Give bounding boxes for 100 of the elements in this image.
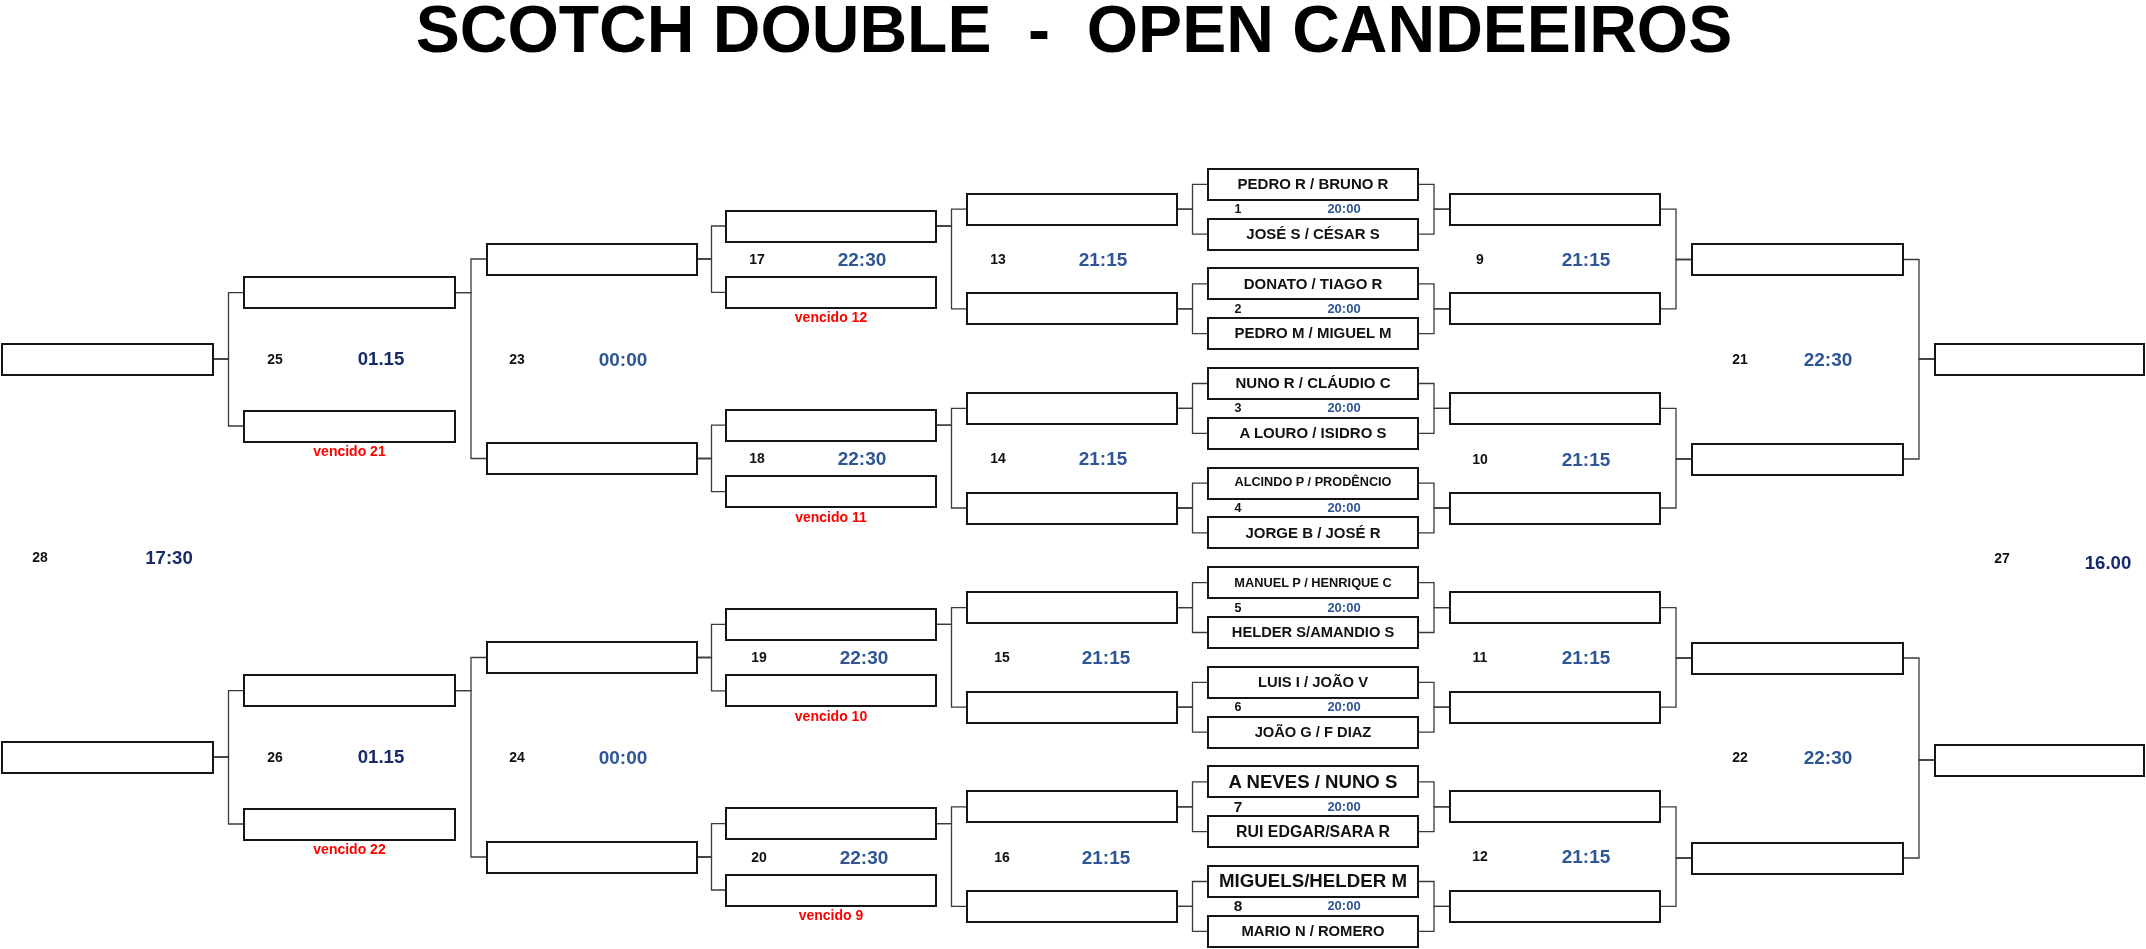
match-time: 21:15 bbox=[1561, 846, 1611, 866]
team-slot bbox=[1207, 367, 1419, 400]
empty-slot bbox=[725, 607, 937, 641]
team-name: NUNO R / CLÁUDIO C bbox=[1235, 375, 1391, 392]
match-time: 21:15 bbox=[1561, 249, 1611, 269]
empty-slot bbox=[1449, 391, 1661, 425]
loser-note: vencido 22 bbox=[313, 842, 386, 856]
team-slot bbox=[1207, 217, 1419, 251]
match-number: 24 bbox=[509, 750, 525, 764]
match-time: 01.15 bbox=[357, 747, 405, 767]
match-number: 4 bbox=[1234, 501, 1242, 515]
team-name: JORGE B / JOSÉ R bbox=[1245, 524, 1381, 542]
match-number: 7 bbox=[1233, 799, 1243, 815]
bracket-line bbox=[1660, 857, 1692, 908]
bracket-line bbox=[1660, 657, 1692, 708]
bracket-line bbox=[1903, 759, 1935, 859]
match-number: 10 bbox=[1472, 452, 1488, 466]
match-time: 20:00 bbox=[1327, 699, 1361, 713]
empty-slot bbox=[725, 475, 937, 509]
empty-slot bbox=[486, 442, 698, 475]
empty-slot bbox=[1449, 591, 1661, 625]
team-slot bbox=[1207, 167, 1419, 201]
bracket-line bbox=[1418, 905, 1450, 932]
empty-slot bbox=[725, 209, 937, 243]
match-number: 11 bbox=[1472, 650, 1488, 664]
bracket-line bbox=[1418, 806, 1450, 833]
team-slot bbox=[1207, 865, 1419, 898]
empty-slot bbox=[1449, 292, 1661, 326]
empty-slot bbox=[1449, 889, 1661, 923]
bracket-line bbox=[1177, 706, 1208, 733]
empty-slot bbox=[966, 192, 1178, 226]
match-time: 22:30 bbox=[837, 448, 887, 468]
match-number: 5 bbox=[1234, 601, 1242, 614]
match-time: 22:30 bbox=[839, 647, 889, 667]
match-time: 17:30 bbox=[145, 548, 193, 568]
team-slot bbox=[1207, 566, 1419, 600]
match-time: 20:00 bbox=[1327, 898, 1361, 912]
loser-note: vencido 10 bbox=[794, 708, 868, 723]
bracket-line bbox=[1418, 606, 1450, 634]
match-number: 9 bbox=[1476, 252, 1484, 266]
empty-slot bbox=[1691, 841, 1904, 875]
empty-slot bbox=[966, 790, 1178, 824]
bracket-line bbox=[936, 424, 967, 509]
match-time: 20:00 bbox=[1327, 400, 1361, 414]
match-time: 21:15 bbox=[1078, 249, 1128, 269]
match-time: 21:15 bbox=[1081, 647, 1131, 667]
match-number: 23 bbox=[509, 352, 525, 366]
bracket-line bbox=[1418, 407, 1450, 434]
loser-note: vencido 12 bbox=[794, 310, 868, 325]
bracket-line bbox=[213, 358, 244, 427]
team-slot bbox=[1207, 466, 1419, 500]
empty-slot bbox=[1449, 491, 1661, 525]
bracket-line bbox=[1418, 208, 1450, 235]
bracket-line bbox=[1177, 905, 1208, 932]
match-number: 13 bbox=[990, 252, 1006, 266]
team-slot bbox=[1207, 665, 1419, 699]
match-number: 17 bbox=[749, 252, 765, 266]
team-slot bbox=[1207, 616, 1419, 649]
empty-slot bbox=[243, 276, 456, 310]
empty-slot bbox=[486, 242, 698, 276]
team-name: MIGUELS/HELDER M bbox=[1219, 871, 1407, 892]
match-number: 12 bbox=[1472, 849, 1488, 863]
bracket-line bbox=[936, 822, 967, 908]
match-time: 22:30 bbox=[837, 249, 887, 269]
team-name: LUIS I / JOÃO V bbox=[1257, 674, 1369, 691]
bracket-line bbox=[1418, 308, 1450, 335]
empty-slot bbox=[243, 674, 456, 708]
empty-slot bbox=[1449, 690, 1661, 724]
bracket-line bbox=[1177, 208, 1208, 235]
match-number: 22 bbox=[1732, 750, 1748, 764]
team-slot bbox=[1207, 416, 1419, 450]
empty-slot bbox=[725, 807, 937, 841]
match-time: 22:30 bbox=[1803, 747, 1853, 767]
empty-slot bbox=[966, 391, 1178, 425]
match-number: 6 bbox=[1234, 700, 1242, 714]
match-time: 22:30 bbox=[1803, 349, 1853, 369]
loser-note: vencido 9 bbox=[798, 908, 864, 922]
bracket-line bbox=[1903, 358, 1935, 460]
empty-slot bbox=[1449, 192, 1661, 226]
team-name: RUI EDGAR/SARA R bbox=[1236, 822, 1390, 841]
team-name: MARIO N / ROMERO bbox=[1241, 923, 1385, 940]
bracket-line bbox=[1177, 308, 1208, 335]
bracket-line bbox=[1660, 458, 1692, 509]
team-name: JOÃO G / F DIAZ bbox=[1254, 724, 1372, 741]
empty-slot bbox=[725, 873, 937, 907]
match-time: 20:00 bbox=[1327, 600, 1361, 614]
page-title: SCOTCH DOUBLE - OPEN CANDEEIROS bbox=[415, 0, 1733, 60]
match-number: 28 bbox=[32, 550, 48, 564]
bracket-line bbox=[1660, 258, 1692, 310]
loser-note: vencido 21 bbox=[313, 444, 386, 458]
match-time: 20:00 bbox=[1327, 799, 1361, 813]
match-number: 19 bbox=[751, 650, 767, 664]
team-slot bbox=[1207, 914, 1419, 948]
empty-slot bbox=[1934, 743, 2145, 777]
team-name: JOSÉ S / CÉSAR S bbox=[1246, 225, 1380, 243]
loser-note: vencido 11 bbox=[795, 509, 867, 524]
match-time: 21:15 bbox=[1078, 448, 1128, 468]
empty-slot bbox=[966, 292, 1178, 326]
team-name: A LOURO / ISIDRO S bbox=[1239, 425, 1387, 442]
empty-slot bbox=[486, 641, 698, 674]
